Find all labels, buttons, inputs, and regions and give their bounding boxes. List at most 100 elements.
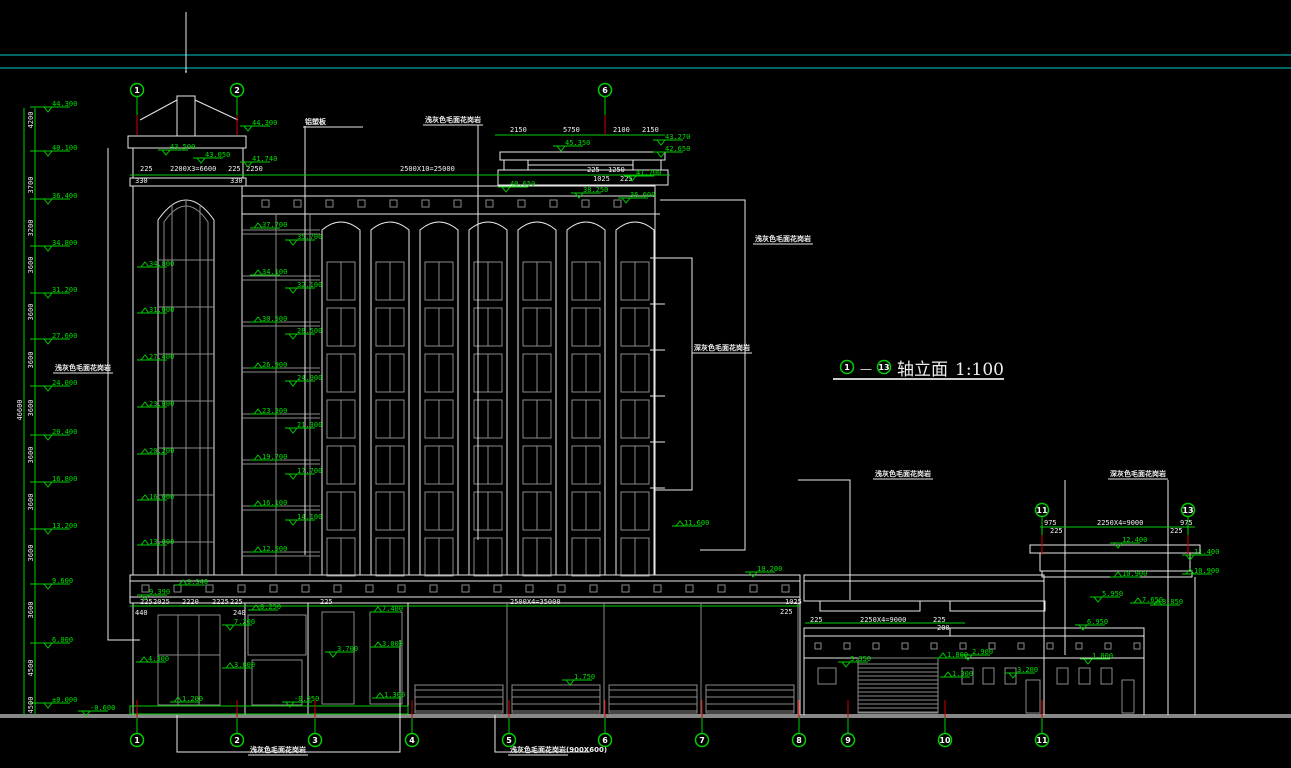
axis-label: 6 — [602, 736, 608, 745]
level-label: 6.950 — [1087, 618, 1108, 626]
level-marker-icon — [43, 338, 53, 345]
ornament-icon — [581, 199, 590, 208]
dimension-text: 225 — [140, 165, 153, 173]
leader-line — [107, 148, 140, 641]
axis-bubble — [1180, 502, 1196, 518]
dimension-text: 3600 — [27, 447, 35, 464]
door — [1025, 679, 1041, 714]
level-label: 10.200 — [757, 565, 782, 573]
level-label: 11.600 — [684, 519, 709, 527]
level-marker-icon — [225, 624, 235, 631]
axis-label: 8 — [796, 736, 802, 745]
level-marker-icon — [656, 151, 666, 158]
level-marker-icon — [288, 287, 298, 294]
axis-bubble — [1034, 732, 1050, 748]
level-label: 3.200 — [1017, 666, 1038, 674]
leader-line — [176, 640, 401, 753]
dimension-text: 3600 — [27, 494, 35, 511]
level-marker-icon — [556, 145, 566, 152]
level-label: 3.800 — [234, 661, 255, 669]
leader-line — [798, 479, 851, 600]
level-marker-icon — [251, 604, 261, 611]
level-label: 16.100 — [262, 499, 287, 507]
dimension-text: 225 — [587, 166, 600, 174]
level-marker-icon — [288, 473, 298, 480]
level-label: 35.700 — [297, 233, 322, 241]
leader-line — [494, 715, 590, 753]
dimension-text: 3200 — [27, 220, 35, 237]
level-marker-icon — [963, 654, 973, 661]
ornament-icon — [357, 199, 366, 208]
level-label: 32.100 — [297, 281, 322, 289]
outline-rect — [497, 169, 669, 186]
level-label: 36.600 — [630, 191, 655, 199]
ornament-icon — [749, 584, 758, 593]
dimension-text: 5750 — [563, 126, 580, 134]
outline-rect — [949, 600, 1046, 612]
ornament-icon — [205, 584, 214, 593]
level-label: 8.250 — [260, 603, 281, 611]
level-label: 1.300 — [384, 691, 405, 699]
window — [1078, 667, 1091, 685]
axis-label: 11 — [1036, 736, 1048, 745]
axis-bubble — [1034, 502, 1050, 518]
dimension-text: 225 — [320, 598, 333, 606]
level-marker-icon — [288, 380, 298, 387]
level-marker-icon — [253, 454, 263, 461]
outline-rect — [1029, 544, 1201, 554]
level-label: 37.700 — [262, 221, 287, 229]
level-label: 40.100 — [52, 144, 77, 152]
level-marker-icon — [43, 292, 53, 299]
axis-bubble — [791, 732, 807, 748]
axis-label: 1 — [134, 736, 140, 745]
window-column — [419, 221, 459, 575]
level-label: 13.000 — [149, 538, 174, 546]
axis-bubble — [307, 732, 323, 748]
axis-label: 2 — [234, 736, 240, 745]
ornament-icon — [389, 199, 398, 208]
level-label: 5.950 — [1102, 590, 1123, 598]
level-marker-icon — [43, 434, 53, 441]
level-marker-icon — [173, 696, 183, 703]
dimension-text: 225 — [1050, 527, 1063, 535]
axis-label: 10 — [939, 736, 951, 745]
level-label: ±0.000 — [52, 696, 77, 704]
title-dash: — — [860, 362, 872, 376]
ornament-icon — [930, 642, 938, 650]
dimension-text: 2150 — [510, 126, 527, 134]
level-label: 24.900 — [297, 374, 322, 382]
ornament-icon — [269, 584, 278, 593]
level-label: 24.000 — [52, 379, 77, 387]
granite-base — [511, 684, 601, 714]
level-label: 12.400 — [1122, 536, 1147, 544]
ornament-icon — [1017, 642, 1025, 650]
level-label: 9.940 — [187, 578, 208, 586]
level-marker-icon — [140, 594, 150, 601]
dimension-text: 3600 — [27, 352, 35, 369]
material-note: 浅灰色毛面花岗岩 — [875, 469, 931, 478]
outline-rect — [499, 151, 666, 161]
ornament-icon — [1075, 642, 1083, 650]
level-marker-icon — [1185, 568, 1195, 575]
level-marker-icon — [43, 245, 53, 252]
total-height-text: 46600 — [16, 399, 24, 420]
ornament-icon — [261, 199, 270, 208]
level-label: 41.740 — [252, 155, 277, 163]
dimension-text: 225 — [228, 165, 241, 173]
outline-rect — [176, 95, 196, 137]
dimension-text: 225 — [230, 598, 243, 606]
dimension-text: 440 — [135, 609, 148, 617]
material-note: 铝塑板 — [305, 117, 327, 126]
level-label: 44.300 — [52, 100, 77, 108]
ornament-icon — [653, 584, 662, 593]
material-note: 浅灰色毛面花岗岩 — [55, 363, 111, 372]
ornament-icon — [141, 584, 150, 593]
level-marker-icon — [43, 528, 53, 535]
ground-line — [0, 714, 1291, 718]
level-label: 7.650 — [1142, 596, 1163, 604]
dimension-text: 2220 — [182, 598, 199, 606]
window — [1100, 667, 1113, 685]
dimension-text: 975 — [1180, 519, 1193, 527]
axis-bubble — [597, 732, 613, 748]
level-marker-icon — [375, 692, 385, 699]
